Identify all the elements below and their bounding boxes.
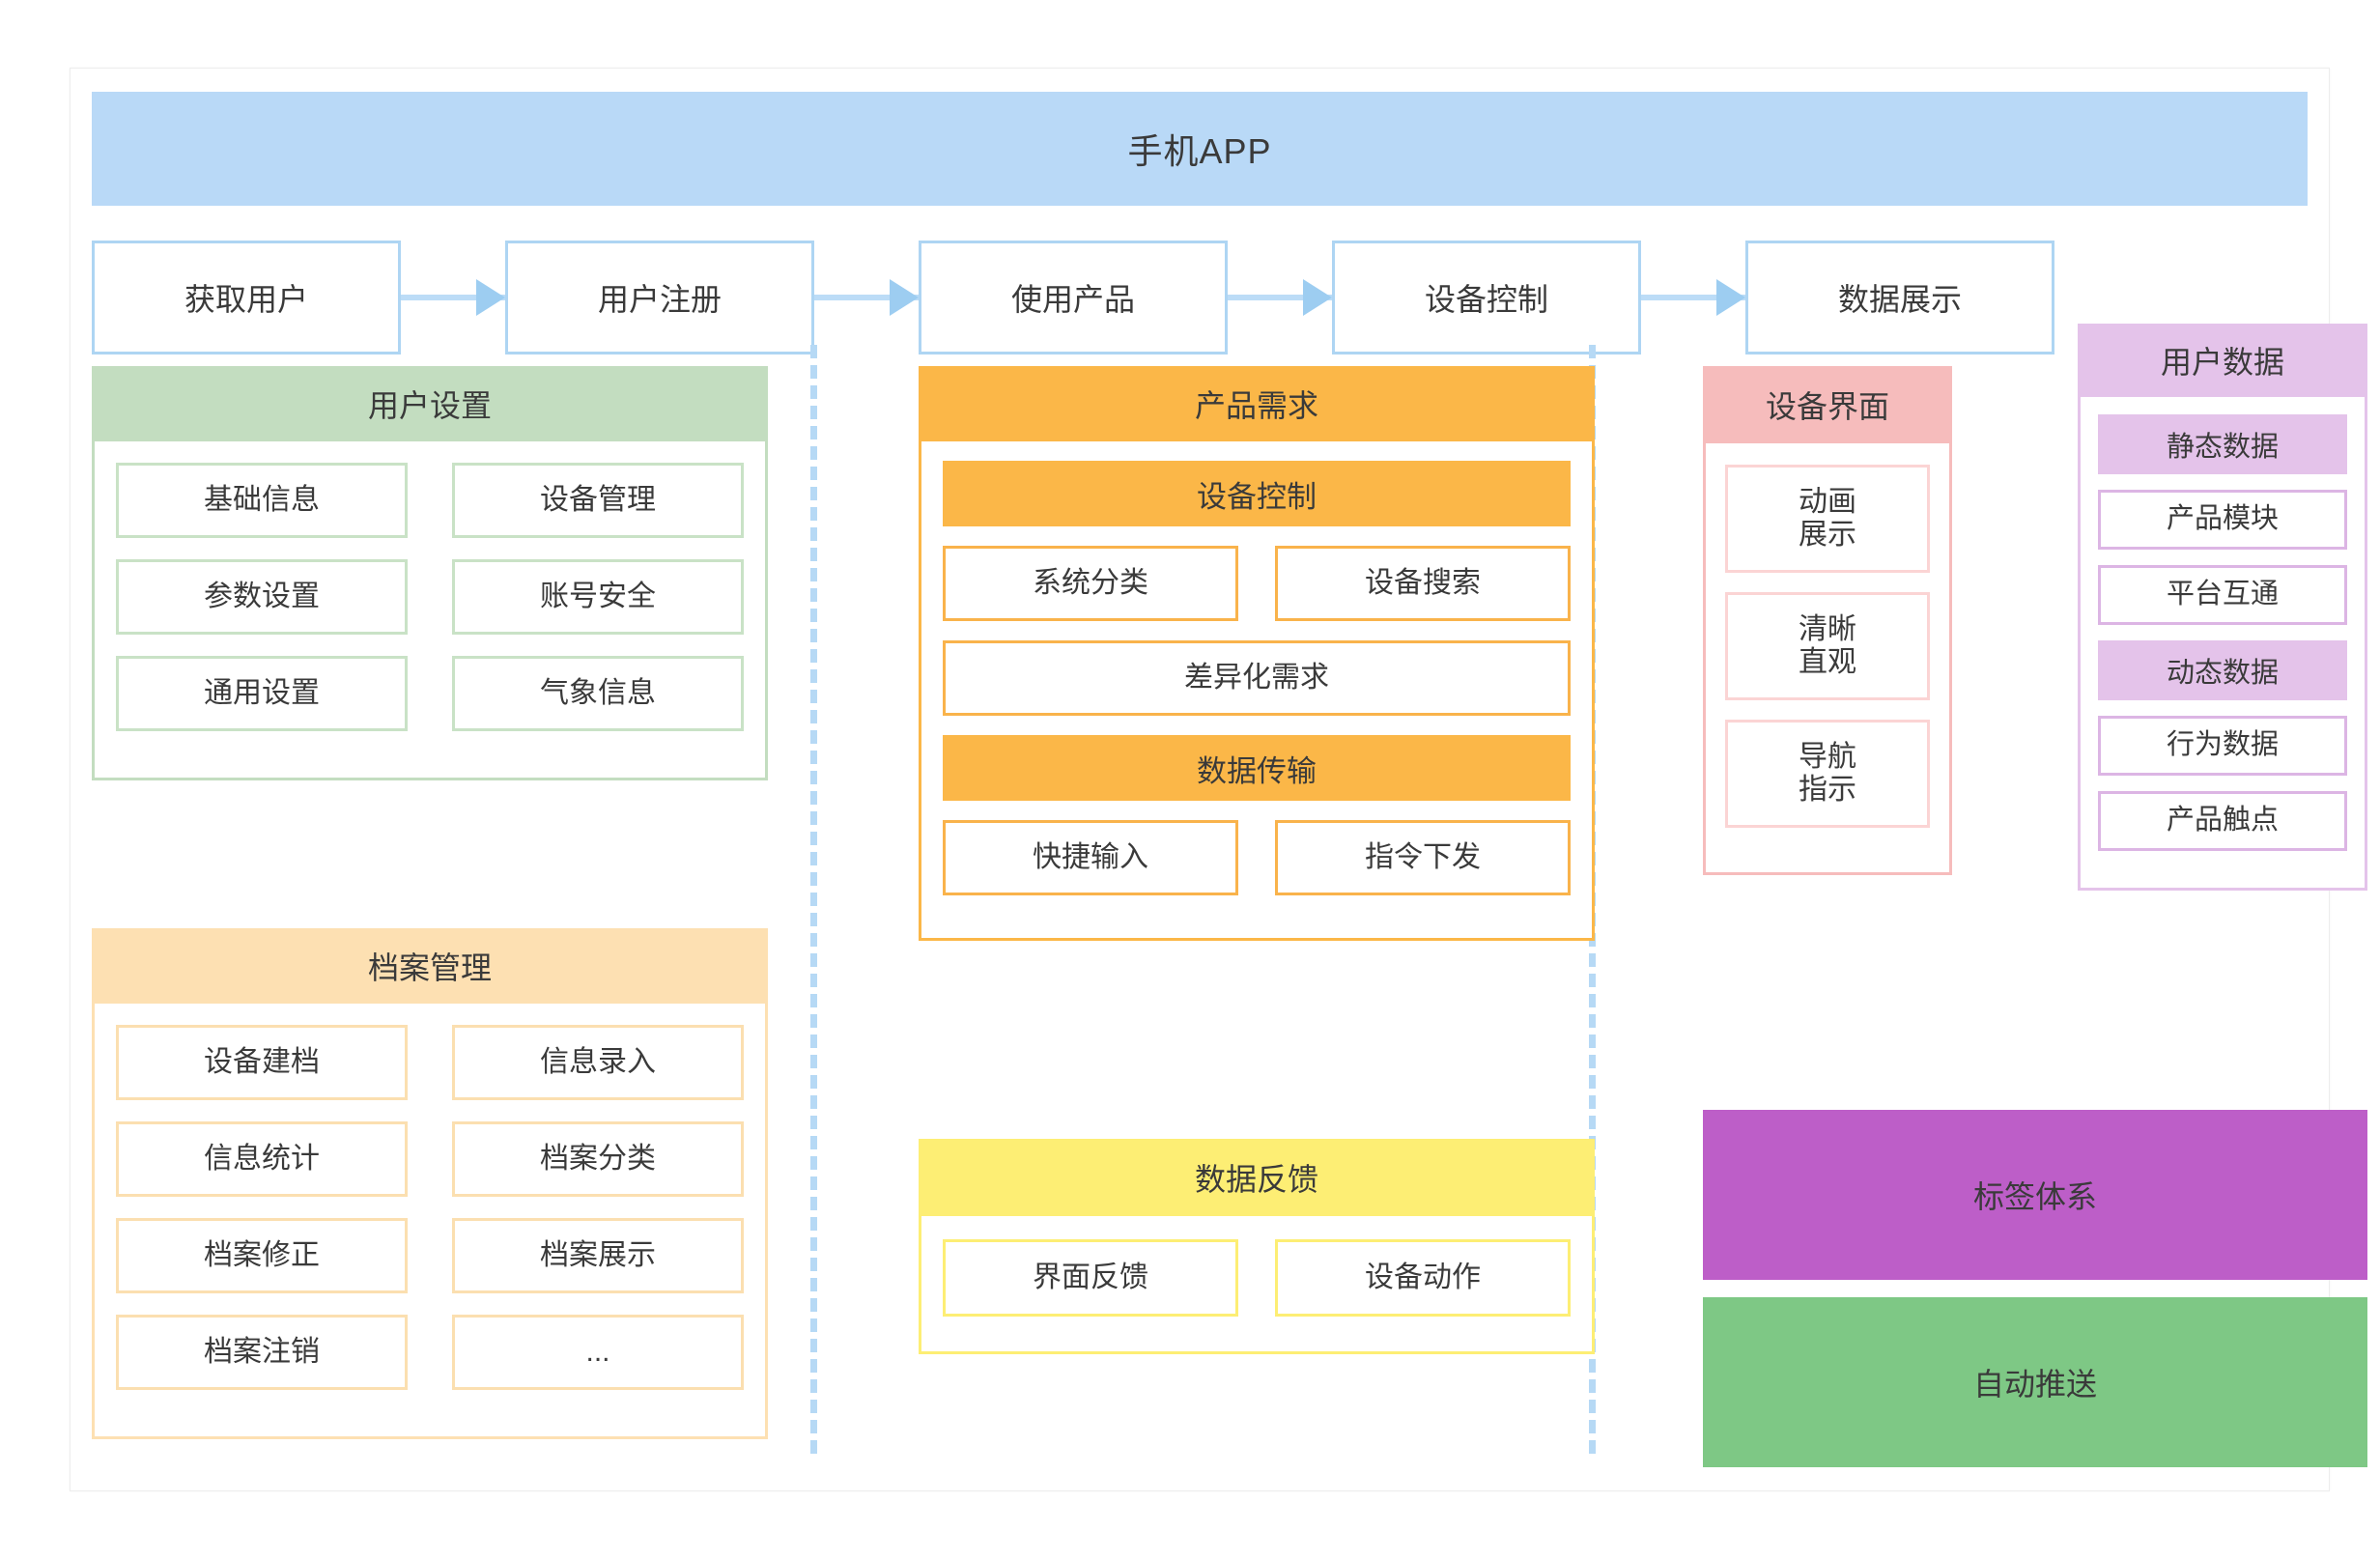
data-transmission-grid: 快捷输入 指令下发 <box>943 820 1571 915</box>
section-header-data-feedback: 数据反馈 <box>919 1139 1595 1216</box>
item-animation-display[interactable]: 动画 展示 <box>1725 465 1930 573</box>
section-product-requirements: 产品需求 设备控制 系统分类 设备搜索 差异化需求 数据传输 快捷输入 指令下发 <box>919 366 1595 941</box>
flow-step-data-display[interactable]: 数据展示 <box>1745 241 2054 354</box>
item-platform-interop[interactable]: 平台互通 <box>2098 565 2347 625</box>
user-settings-grid: 基础信息 设备管理 参数设置 账号安全 通用设置 气象信息 <box>116 463 744 752</box>
section-body-device-interface: 动画 展示 清晰 直观 导航 指示 <box>1703 443 1952 875</box>
section-user-settings: 用户设置 基础信息 设备管理 参数设置 账号安全 通用设置 气象信息 <box>92 366 768 780</box>
flow-arrow-line-4 <box>1641 295 1745 300</box>
section-data-feedback: 数据反馈 界面反馈 设备动作 <box>919 1139 1595 1354</box>
section-header-user-data: 用户数据 <box>2078 324 2367 397</box>
item-param-settings[interactable]: 参数设置 <box>116 559 408 635</box>
item-clear-intuitive[interactable]: 清晰 直观 <box>1725 592 1930 700</box>
data-feedback-grid: 界面反馈 设备动作 <box>943 1239 1571 1317</box>
item-product-module[interactable]: 产品模块 <box>2098 490 2347 550</box>
item-differentiated-requirements[interactable]: 差异化需求 <box>943 640 1571 716</box>
item-archive-revise[interactable]: 档案修正 <box>116 1218 408 1293</box>
item-navigation-indication[interactable]: 导航 指示 <box>1725 720 1930 828</box>
section-header-device-interface: 设备界面 <box>1703 366 1952 443</box>
subheader-device-control: 设备控制 <box>943 461 1571 526</box>
block-auto-push[interactable]: 自动推送 <box>1703 1297 2367 1467</box>
flow-arrow-head-4 <box>1716 279 1745 316</box>
flow-step-user-register[interactable]: 用户注册 <box>505 241 814 354</box>
item-basic-info[interactable]: 基础信息 <box>116 463 408 538</box>
item-device-filing[interactable]: 设备建档 <box>116 1025 408 1100</box>
section-archive-management: 档案管理 设备建档 信息录入 信息统计 档案分类 档案修正 档案展示 档案注销 … <box>92 928 768 1439</box>
item-device-search[interactable]: 设备搜索 <box>1275 546 1571 621</box>
archive-grid: 设备建档 信息录入 信息统计 档案分类 档案修正 档案展示 档案注销 ... <box>116 1025 744 1411</box>
diagram-frame: 手机APP 获取用户 用户注册 使用产品 设备控制 数据展示 用户设置 <box>70 68 2367 1491</box>
section-body-user-settings: 基础信息 设备管理 参数设置 账号安全 通用设置 气象信息 <box>92 441 768 780</box>
flow-arrow-head-2 <box>890 279 919 316</box>
flow-row: 获取用户 用户注册 使用产品 设备控制 数据展示 <box>92 241 2308 354</box>
section-body-archive-management: 设备建档 信息录入 信息统计 档案分类 档案修正 档案展示 档案注销 ... <box>92 1004 768 1439</box>
subheader-data-transmission: 数据传输 <box>943 735 1571 801</box>
item-behavior-data[interactable]: 行为数据 <box>2098 716 2347 776</box>
flow-arrow-head-3 <box>1303 279 1332 316</box>
item-general-settings[interactable]: 通用设置 <box>116 656 408 731</box>
app-banner: 手机APP <box>92 92 2308 206</box>
item-command-dispatch[interactable]: 指令下发 <box>1275 820 1571 895</box>
item-device-action[interactable]: 设备动作 <box>1275 1239 1571 1317</box>
item-quick-input[interactable]: 快捷输入 <box>943 820 1238 895</box>
subheader-static-data: 静态数据 <box>2098 414 2347 474</box>
item-ui-feedback[interactable]: 界面反馈 <box>943 1239 1238 1317</box>
item-system-category[interactable]: 系统分类 <box>943 546 1238 621</box>
section-header-archive-management: 档案管理 <box>92 928 768 1004</box>
item-archive-category[interactable]: 档案分类 <box>452 1121 744 1197</box>
item-archive-cancel[interactable]: 档案注销 <box>116 1315 408 1390</box>
subheader-dynamic-data: 动态数据 <box>2098 640 2347 700</box>
section-body-user-data: 静态数据 产品模块 平台互通 动态数据 行为数据 产品触点 <box>2078 397 2367 891</box>
item-info-entry[interactable]: 信息录入 <box>452 1025 744 1100</box>
item-device-manage[interactable]: 设备管理 <box>452 463 744 538</box>
item-archive-display[interactable]: 档案展示 <box>452 1218 744 1293</box>
section-header-user-settings: 用户设置 <box>92 366 768 441</box>
column-separator-left <box>810 345 817 1454</box>
flow-step-get-user[interactable]: 获取用户 <box>92 241 401 354</box>
section-body-product-requirements: 设备控制 系统分类 设备搜索 差异化需求 数据传输 快捷输入 指令下发 <box>919 441 1595 941</box>
flow-arrow-line-3 <box>1228 295 1332 300</box>
flow-step-use-product[interactable]: 使用产品 <box>919 241 1228 354</box>
section-device-interface: 设备界面 动画 展示 清晰 直观 导航 指示 <box>1703 366 1952 875</box>
section-user-data: 用户数据 静态数据 产品模块 平台互通 动态数据 行为数据 产品触点 <box>2078 324 2367 891</box>
flow-arrow-line-1 <box>401 295 505 300</box>
item-weather-info[interactable]: 气象信息 <box>452 656 744 731</box>
section-body-data-feedback: 界面反馈 设备动作 <box>919 1216 1595 1354</box>
item-info-statistics[interactable]: 信息统计 <box>116 1121 408 1197</box>
block-tag-system[interactable]: 标签体系 <box>1703 1110 2367 1280</box>
item-archive-more[interactable]: ... <box>452 1315 744 1390</box>
flow-arrow-line-2 <box>814 295 919 300</box>
flow-arrow-head-1 <box>476 279 505 316</box>
item-account-security[interactable]: 账号安全 <box>452 559 744 635</box>
section-header-product-requirements: 产品需求 <box>919 366 1595 441</box>
flow-step-device-control[interactable]: 设备控制 <box>1332 241 1641 354</box>
device-control-grid: 系统分类 设备搜索 <box>943 546 1571 640</box>
item-product-touchpoint[interactable]: 产品触点 <box>2098 791 2347 851</box>
